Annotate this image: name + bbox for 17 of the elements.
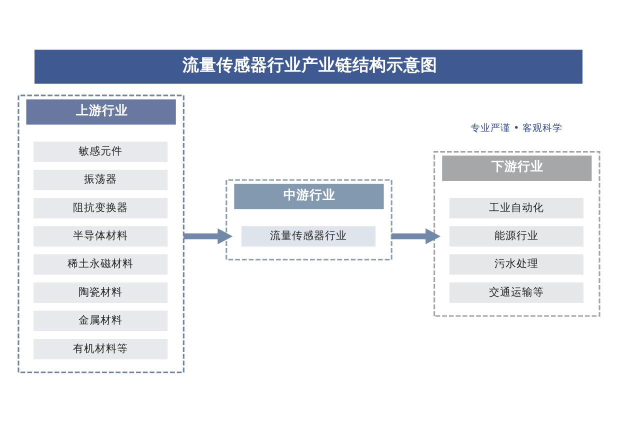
node-box: 阻抗变换器 [34,197,168,218]
node-box: 振荡器 [34,169,168,190]
node-box: 陶瓷材料 [34,282,168,302]
arrow [392,228,441,244]
node-box: 稀土永磁材料 [34,254,168,274]
node-box: 流量传感器行业 [241,226,376,246]
node-box: 污水处理 [449,254,584,274]
diagram-title: 流量传感器行业产业链结构示意图 [182,54,438,74]
node-box: 有机材料等 [34,338,168,359]
node-box: 金属材料 [34,310,168,331]
node-box: 敏感元件 [34,141,168,162]
node-box: 工业自动化 [449,197,584,218]
node-box: 能源行业 [449,226,584,246]
label: 专业严谨 • 客观科学 [470,122,562,134]
arrow [184,228,233,244]
node-box: 半导体材料 [34,226,168,246]
node-box: 交通运输等 [449,282,584,302]
